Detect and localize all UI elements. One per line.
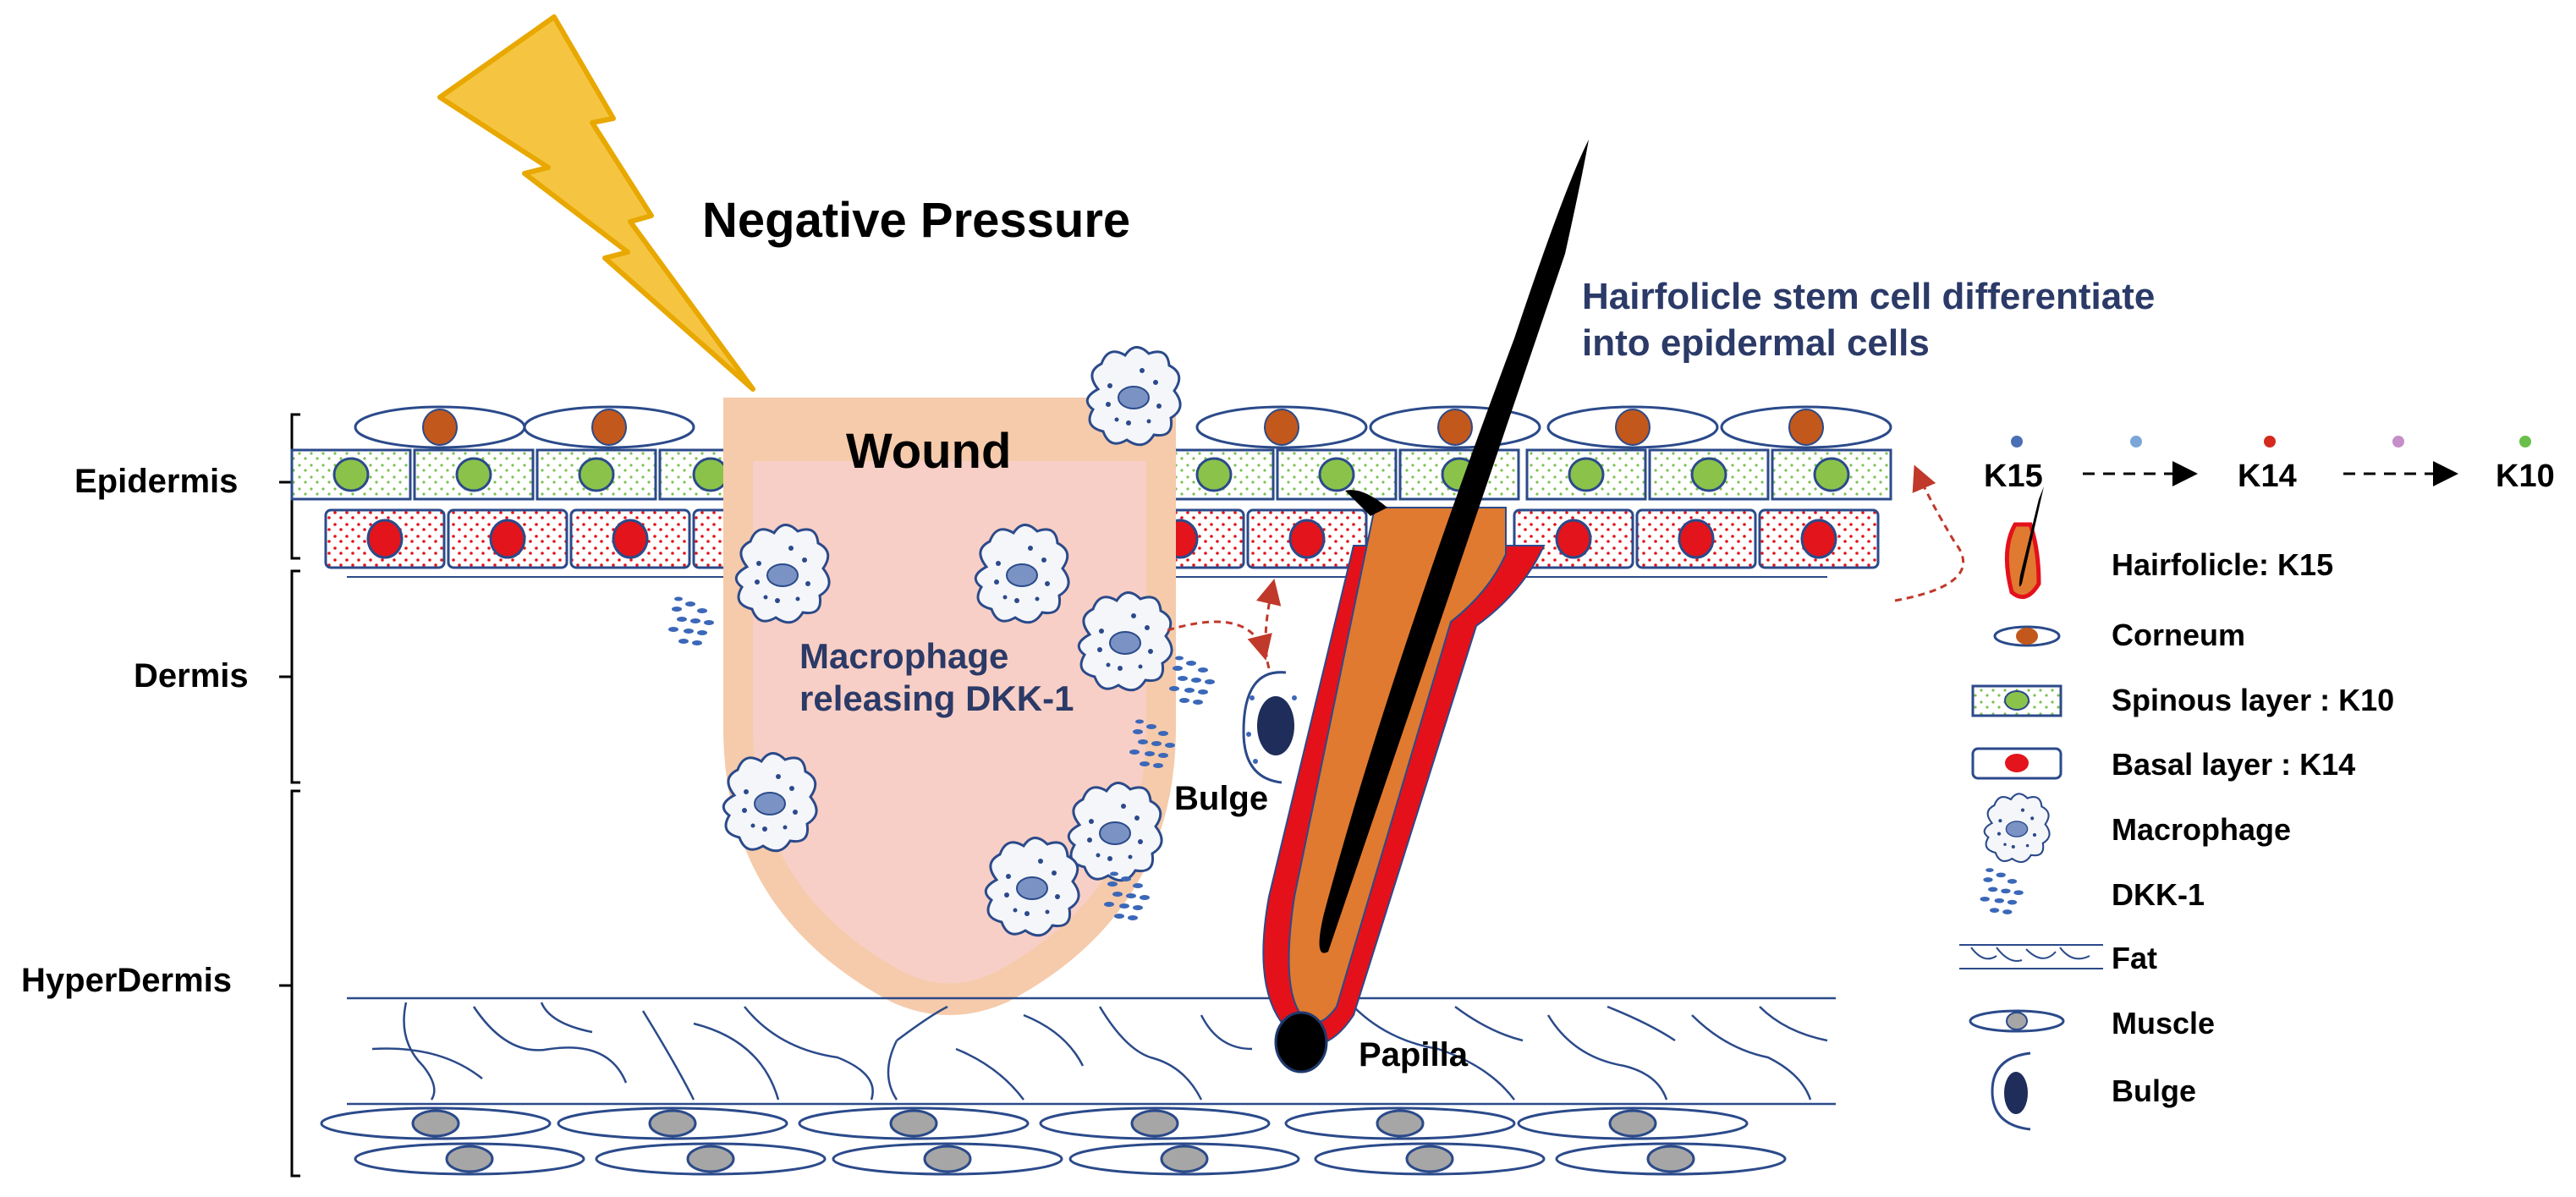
macrophage: [984, 836, 1080, 937]
lightning-icon: [437, 14, 755, 392]
macrophage: [722, 751, 818, 853]
hair-follicle: [1262, 490, 1546, 1046]
legend-label-bulge: Bulge: [2112, 1073, 2196, 1108]
diagram-title: Negative Pressure: [702, 193, 1130, 248]
sequence-k14: K14: [2238, 458, 2297, 494]
dkk1-cluster: [1169, 656, 1215, 705]
legend-label-macrophage: Macrophage: [2112, 812, 2291, 847]
muscle-icon: [1969, 1009, 2065, 1033]
dkk1-cluster: [668, 596, 714, 645]
macrophage-label-line2: releasing DKK-1: [799, 678, 1074, 718]
layer-label-hyperdermis: HyperDermis: [21, 962, 232, 999]
sequence-k10: K10: [2496, 458, 2555, 494]
macrophage: [974, 523, 1070, 624]
macrophage-label-line1: Macrophage: [799, 636, 1008, 676]
papilla-label: Papilla: [1359, 1036, 1469, 1073]
wound-label: Wound: [846, 424, 1011, 479]
legend-label-basal: Basal layer : K14: [2112, 747, 2355, 782]
layer-brackets: [279, 413, 300, 1178]
legend-label-dkk1: DKK-1: [2112, 877, 2205, 912]
differentiation-sequence: [2011, 436, 2531, 486]
fat-icon: [1959, 944, 2103, 969]
spinous-cell-icon: [1971, 684, 2062, 717]
legend-label-spinous: Spinous layer : K10: [2112, 683, 2394, 717]
sequence-k15: K15: [1984, 458, 2043, 494]
macrophage: [1067, 781, 1163, 882]
bulge-icon: [1991, 1051, 2031, 1131]
basal-layer: [324, 508, 1880, 569]
annotation-line1: Hairfolicle stem cell differentiate: [1582, 276, 2155, 317]
macrophage: [1085, 345, 1182, 447]
legend: [1959, 486, 2103, 1131]
layer-label-epidermis: Epidermis: [74, 463, 238, 500]
hair-follicle-icon: [2004, 486, 2044, 600]
bulge-label: Bulge: [1174, 780, 1268, 817]
muscle-layer: [320, 1106, 1787, 1176]
layer-label-dermis: Dermis: [134, 657, 249, 695]
legend-label-hairfolicle: Hairfolicle: K15: [2112, 547, 2333, 582]
legend-label-corneum: Corneum: [2112, 618, 2245, 652]
hair-shaft: [1319, 140, 1589, 953]
differentiation-arrows: [1167, 464, 1964, 669]
papilla: [1274, 1011, 1328, 1073]
basal-cell-icon: [1971, 747, 2062, 780]
macrophage: [1077, 590, 1173, 692]
legend-label-fat: Fat: [2112, 941, 2157, 975]
corneum-icon: [1993, 625, 2061, 647]
bulge: [1242, 671, 1297, 784]
fat-layer: [347, 997, 1836, 1106]
legend-label-muscle: Muscle: [2112, 1006, 2215, 1041]
macrophage-icon: [1983, 793, 2051, 864]
dkk1-icon: [1980, 868, 2024, 914]
macrophage: [734, 523, 831, 624]
annotation-line2: into epidermal cells: [1582, 322, 1930, 364]
